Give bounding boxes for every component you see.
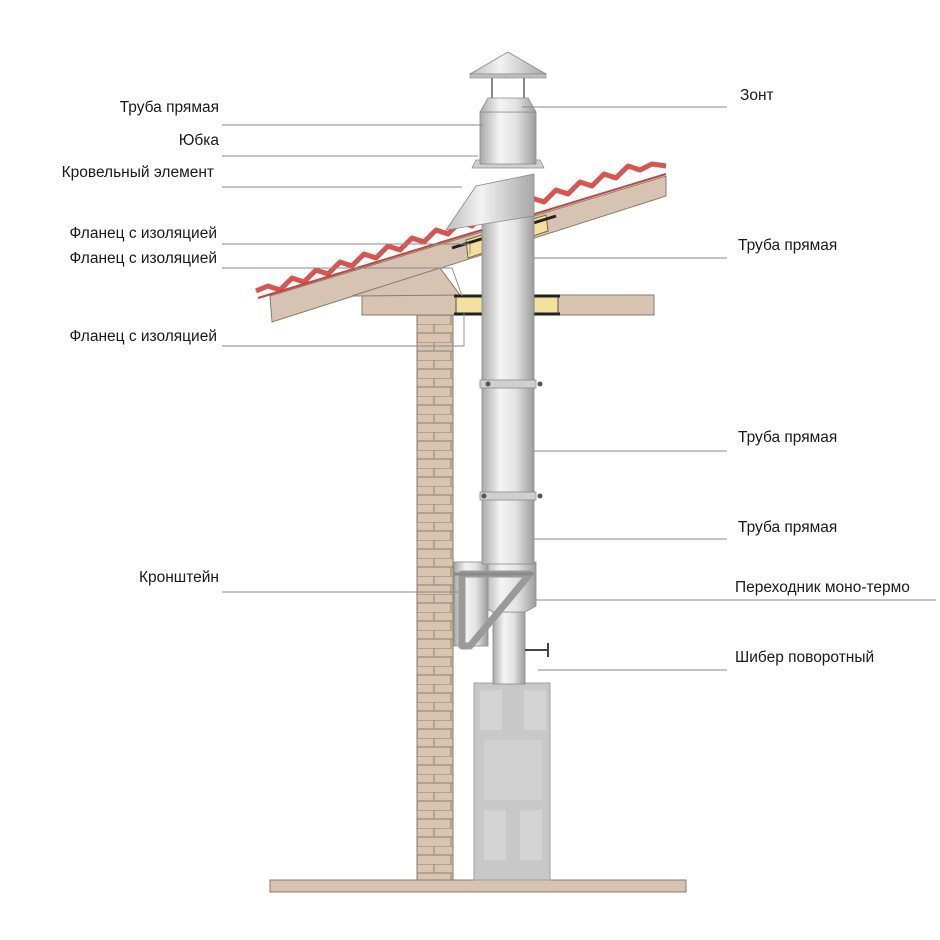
label-straight-pipe-1: Труба прямая <box>738 237 837 254</box>
stove <box>473 682 551 881</box>
label-flange-1: Фланец с изоляцией <box>70 225 217 242</box>
pipe-clamps <box>479 379 543 501</box>
ceiling-insulation-right <box>533 294 559 316</box>
damper <box>525 643 549 657</box>
brick-wall <box>416 313 454 881</box>
label-bracket: Кронштейн <box>139 569 219 586</box>
label-umbrella: Зонт <box>740 87 774 104</box>
label-straight-pipe-2: Труба прямая <box>738 429 837 446</box>
leader-lines-left <box>222 124 483 593</box>
label-roofing-element: Кровельный элемент <box>62 164 214 181</box>
label-adapter: Переходник моно-термо <box>735 579 910 596</box>
roofing-element <box>445 173 535 231</box>
main-pipe <box>481 215 535 565</box>
label-flange-2: Фланец с изоляцией <box>70 250 217 267</box>
label-flange-3: Фланец с изоляцией <box>70 328 217 345</box>
top-pipe-neck <box>479 97 537 113</box>
roof-rafter <box>351 267 461 297</box>
bracket <box>453 561 534 650</box>
umbrella-cap <box>468 51 548 98</box>
roof-tiles <box>255 161 667 299</box>
label-skirt: Юбка <box>179 132 220 149</box>
floor-board <box>269 879 687 893</box>
leader-lines-right <box>522 106 936 671</box>
mono-pipe <box>492 611 526 685</box>
top-pipe <box>479 111 537 165</box>
ceiling-insulation-left <box>455 294 485 316</box>
label-damper: Шибер поворотный <box>735 649 874 666</box>
label-straight-pipe-top: Труба прямая <box>120 99 219 116</box>
label-straight-pipe-3: Труба прямая <box>738 519 837 536</box>
